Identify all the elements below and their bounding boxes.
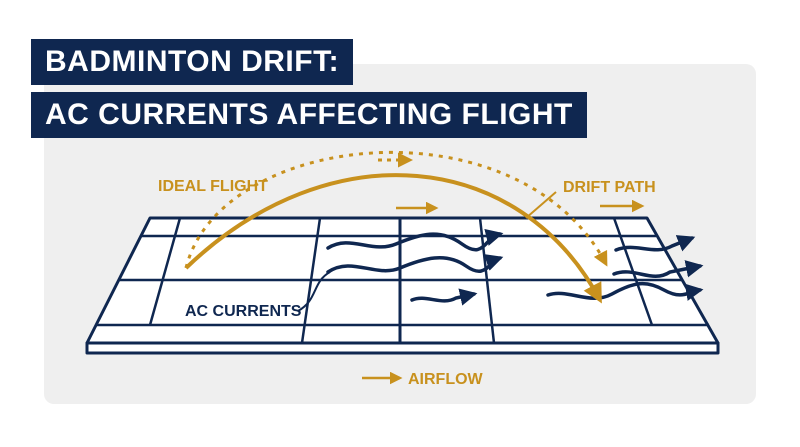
ideal-flight-label: IDEAL FLIGHT <box>158 178 268 195</box>
ac-current-arrows <box>326 228 704 306</box>
airflow-small-arrows <box>396 199 645 215</box>
drift-path-leader <box>525 191 557 219</box>
title-line-1: BADMINTON DRIFT: <box>31 39 354 85</box>
ideal-flight-path <box>184 150 608 269</box>
drift-flight-path <box>184 173 602 304</box>
title-line-2: AC CURRENTS AFFECTING FLIGHT <box>31 92 587 138</box>
drift-path-label: DRIFT PATH <box>563 179 656 196</box>
airflow-label: AIRFLOW <box>408 371 484 388</box>
badminton-court <box>85 216 720 355</box>
airflow-legend: AIRFLOW <box>362 371 484 388</box>
ac-currents-label: AC CURRENTS <box>185 303 302 320</box>
ac-currents-leader <box>297 271 331 312</box>
